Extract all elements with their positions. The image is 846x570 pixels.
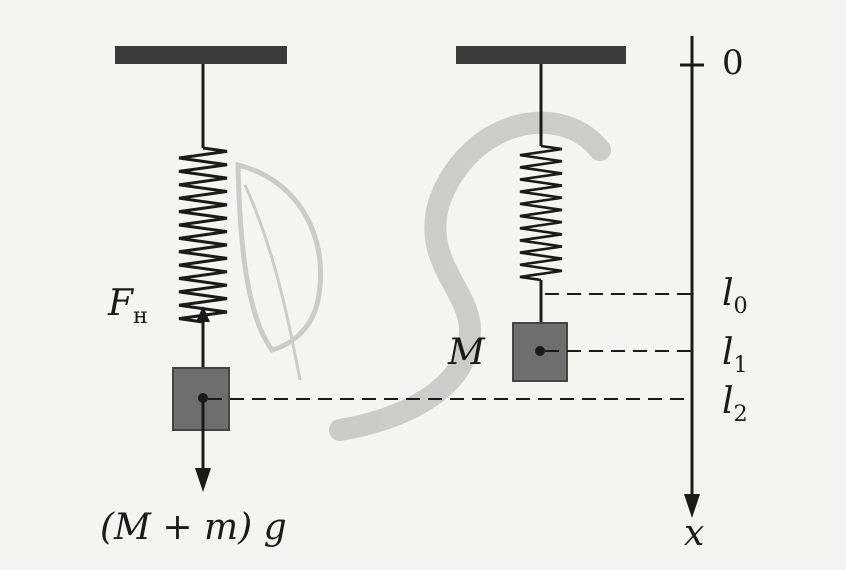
watermark-leaf [235, 161, 324, 353]
label-l2-sub: 2 [733, 400, 748, 427]
watermark-logo [235, 111, 611, 441]
label-l0: l0 [722, 276, 748, 317]
spring-right [519, 144, 563, 282]
spring-left [178, 146, 228, 324]
tension-arrow-head [196, 306, 210, 322]
tension-label-base: F [108, 283, 133, 324]
label-l2-base: l [722, 381, 734, 422]
tension-label: Fн [108, 286, 148, 327]
axis-x-label: x [684, 513, 705, 554]
label-l0-base: l [722, 273, 734, 314]
label-l1-base: l [722, 332, 734, 373]
mass-label: M [448, 332, 485, 373]
axis-zero-label: 0 [722, 43, 744, 83]
weight-arrow-head [195, 468, 211, 492]
ceiling-bar-left [115, 46, 287, 64]
x-axis-arrow-head [684, 494, 700, 518]
ceiling-bar-right [456, 46, 626, 64]
label-l1: l1 [722, 335, 748, 376]
tension-label-sub: н [132, 302, 148, 329]
watermark-leaf-vein [243, 184, 302, 381]
weight-label: (M + m) g [100, 507, 287, 548]
label-l2: l2 [722, 384, 748, 425]
watermark-s [329, 111, 611, 441]
block-right-center [535, 346, 545, 356]
label-l0-sub: 0 [733, 292, 748, 319]
label-l1-sub: 1 [733, 351, 748, 378]
